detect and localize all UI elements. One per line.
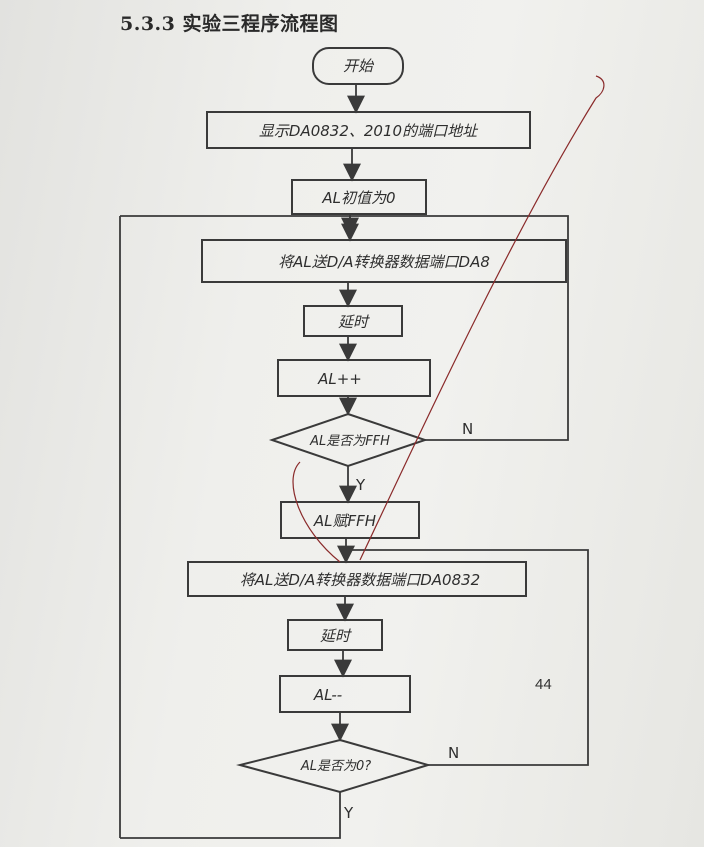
set-ports-label: 显示DA0832、2010的端口地址	[259, 122, 479, 140]
assign-ff-box	[280, 501, 420, 539]
send-down-label: 将AL送D/A转换器数据端口DA0832	[240, 571, 480, 589]
init-label: AL初值为0	[321, 189, 395, 207]
n-label-1: N	[462, 420, 473, 438]
y-label-2: Y	[343, 804, 354, 822]
check-ff-label: AL是否为FFH	[309, 434, 390, 449]
inc-box	[277, 359, 431, 397]
exit-y-2	[120, 792, 341, 839]
page-number: 44	[535, 676, 552, 693]
page-heading: 5.3.3 实验三程序流程图	[120, 13, 339, 35]
delay-2-box	[287, 619, 383, 651]
send-up-box	[201, 239, 567, 283]
loop-n-2	[346, 549, 589, 766]
dec-label: AL--	[313, 686, 342, 704]
assign-ff-label: AL赋FFH	[313, 512, 376, 530]
set-ports-box	[206, 111, 531, 149]
n-label-2: N	[448, 744, 459, 762]
delay-1-label: 延时	[338, 313, 370, 331]
delay-1-box	[303, 305, 403, 337]
loop-n-1-top	[120, 215, 569, 441]
send-down-box	[187, 561, 527, 597]
y-label-1: Y	[355, 476, 366, 494]
pen-stroke	[359, 75, 605, 561]
inc-label: AL++	[317, 370, 362, 388]
start-label: 开始	[343, 57, 375, 75]
delay-2-label: 延时	[320, 627, 352, 645]
pen-stroke	[292, 461, 341, 563]
check-zero-label: AL是否为0?	[300, 759, 371, 774]
send-up-label: 将AL送D/A转换器数据端口DA8	[278, 253, 490, 271]
dec-box	[279, 675, 411, 713]
start-terminal	[312, 47, 404, 85]
init-box	[291, 179, 427, 215]
